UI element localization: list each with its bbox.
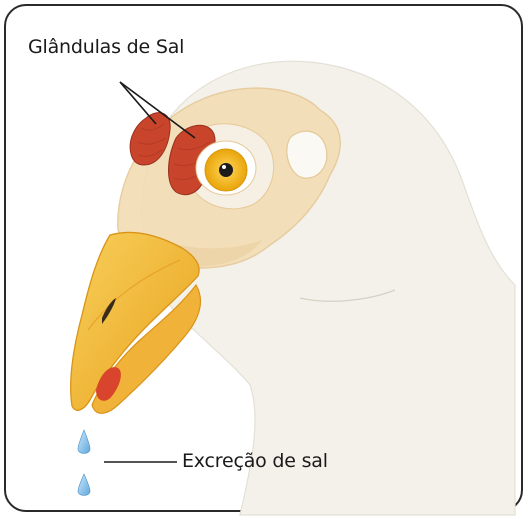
salt-glands-label: Glândulas de Sal xyxy=(28,36,184,58)
salt-drop-upper xyxy=(78,430,90,454)
eye-highlight xyxy=(222,165,226,169)
salt-excretion-label: Excreção de sal xyxy=(182,450,328,472)
pupil xyxy=(219,163,233,177)
ear-opening xyxy=(287,131,327,178)
salt-drop-lower xyxy=(78,474,90,496)
pointer-line-left xyxy=(120,82,156,124)
